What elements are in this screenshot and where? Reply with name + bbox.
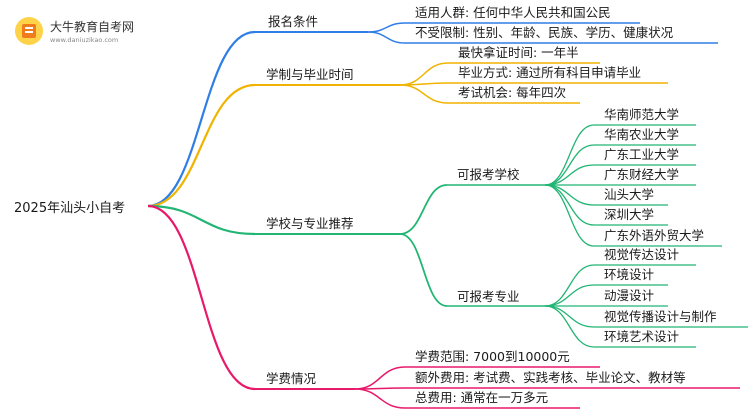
branch-label-duration: 学制与毕业时间 bbox=[266, 67, 354, 82]
connector-line bbox=[367, 31, 406, 44]
leaf-label: 适用人群: 任何中华人民共和国公民 bbox=[415, 5, 611, 20]
connector-line bbox=[544, 184, 595, 206]
leaf-label: 动漫设计 bbox=[604, 288, 654, 303]
connector-line bbox=[544, 144, 595, 186]
site-logo[interactable]: 大牛教育自考网 www.daniuzikao.com bbox=[14, 14, 144, 50]
branch-label-schools-majors: 学校与专业推荐 bbox=[266, 216, 354, 231]
connector-line bbox=[147, 204, 256, 391]
leaf-label: 总费用: 通常在一万多元 bbox=[415, 390, 548, 405]
connector-line bbox=[544, 305, 595, 348]
mind-map-edges bbox=[147, 22, 748, 409]
connector-line bbox=[399, 84, 449, 104]
leaf-label: 额外费用: 考试费、实践考核、毕业论文、教材等 bbox=[415, 370, 686, 385]
connector-line bbox=[367, 22, 406, 33]
connector-line bbox=[399, 233, 448, 307]
connector-line bbox=[544, 184, 595, 226]
connector-line bbox=[147, 30, 256, 208]
connector-line bbox=[399, 184, 448, 235]
leaf-label: 学费范围: 7000到10000元 bbox=[415, 349, 570, 364]
leaf-label: 广东外语外贸大学 bbox=[604, 228, 704, 243]
logo-name: 大牛教育自考网 bbox=[50, 20, 135, 34]
leaf-label: 毕业方式: 通过所有科目申请毕业 bbox=[458, 65, 641, 80]
connector-line bbox=[544, 284, 595, 307]
connector-line bbox=[544, 124, 595, 186]
leaf-label: 环境设计 bbox=[604, 267, 654, 282]
sub-branch-label-majors: 可报考专业 bbox=[457, 289, 520, 304]
leaf-label: 华南农业大学 bbox=[604, 127, 679, 142]
connector-line bbox=[399, 62, 449, 86]
leaf-label: 考试机会: 每年四次 bbox=[458, 85, 566, 100]
connector-line bbox=[544, 305, 595, 328]
leaf-label: 不受限制: 性别、年龄、民族、学历、健康状况 bbox=[415, 25, 674, 40]
sub-branch-label-schools: 可报考学校 bbox=[457, 167, 520, 182]
connector-line bbox=[354, 366, 406, 390]
leaf-label: 广东工业大学 bbox=[604, 147, 679, 162]
leaf-label: 环境艺术设计 bbox=[604, 329, 679, 344]
leaf-label: 深圳大学 bbox=[604, 207, 654, 222]
leaf-label: 广东财经大学 bbox=[604, 167, 679, 182]
logo-url: www.daniuzikao.com bbox=[50, 36, 119, 44]
branch-label-signup: 报名条件 bbox=[268, 14, 318, 29]
connector-line bbox=[147, 83, 256, 208]
leaf-label: 华南师范大学 bbox=[604, 107, 679, 122]
leaf-label: 视觉传播设计与制作 bbox=[604, 309, 717, 324]
book-icon bbox=[15, 17, 43, 45]
connector-line bbox=[147, 204, 256, 236]
root-node-label: 2025年汕头小自考 bbox=[14, 201, 125, 216]
connector-line bbox=[354, 388, 406, 409]
leaf-label: 汕头大学 bbox=[604, 187, 654, 202]
leaf-label: 最快拿证时间: 一年半 bbox=[458, 45, 579, 60]
leaf-label: 视觉传达设计 bbox=[604, 247, 679, 262]
branch-label-tuition: 学费情况 bbox=[266, 371, 317, 386]
connector-line bbox=[544, 184, 595, 247]
connector-line bbox=[544, 164, 595, 186]
